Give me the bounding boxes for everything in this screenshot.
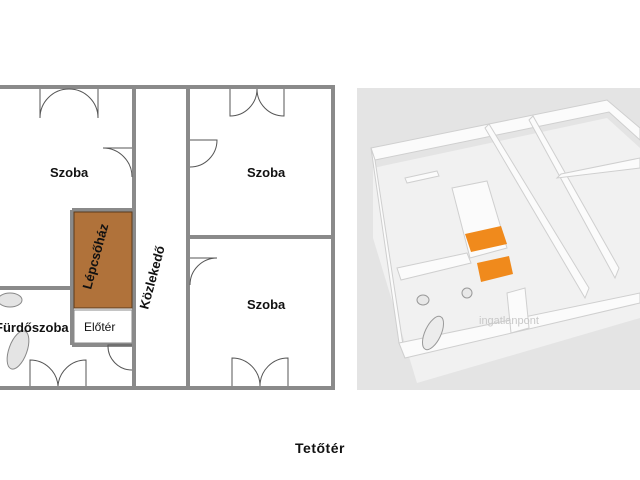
eloter-box [73,309,133,344]
doors [29,88,289,387]
room-label-szoba-top-right: Szoba [247,165,286,180]
render-watermark: ingatlanpont [479,315,539,327]
render-bathtub-icon [421,315,445,351]
sink-icon [0,292,23,308]
render-toilet-icon [416,294,430,306]
room-label-furdoszoba: Fürdőszoba [0,320,69,335]
render-stair-lower [477,256,513,282]
floor-caption: Tetőtér [295,440,345,456]
render-walls [370,99,640,359]
floor-plan-3d-render: ingatlanpont [357,88,640,390]
room-label-szoba-bottom-right: Szoba [247,297,286,312]
bathroom-fixtures [0,292,30,370]
bathtub-icon [6,330,30,370]
room-label-kozlekedo: Közlekedő [136,244,167,311]
walls [0,85,335,390]
floor-plan-2d: Szoba Szoba Szoba Lépcsőház Közlekedő Fü… [0,85,335,390]
room-label-eloter: Előtér [84,320,115,334]
stair-block [73,211,133,309]
render-stair-upper [465,226,507,252]
render-toilet2-icon [461,287,473,299]
room-label-szoba-top-left: Szoba [50,165,89,180]
